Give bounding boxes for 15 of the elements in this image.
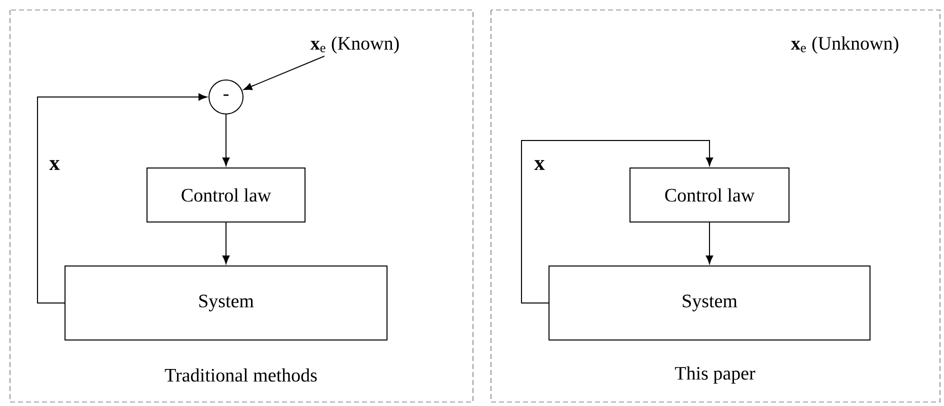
signal-label: x$_{e}$ (Known) xyxy=(310,36,399,54)
block-box: System xyxy=(64,266,388,340)
edge-label: x xyxy=(534,160,545,170)
arrow xyxy=(222,222,230,264)
signal-label: x$_{e}$ (Unknown) xyxy=(790,36,898,54)
arrow xyxy=(706,222,714,264)
arrow xyxy=(37,93,208,304)
summing-junction: - xyxy=(208,80,244,114)
block-box: System xyxy=(548,266,870,340)
edge-label: x xyxy=(49,160,60,170)
arrow xyxy=(222,114,230,166)
arrow xyxy=(243,56,325,90)
arrow xyxy=(521,140,714,304)
block-box: Control law xyxy=(146,168,306,222)
block-box: Control law xyxy=(630,168,790,222)
